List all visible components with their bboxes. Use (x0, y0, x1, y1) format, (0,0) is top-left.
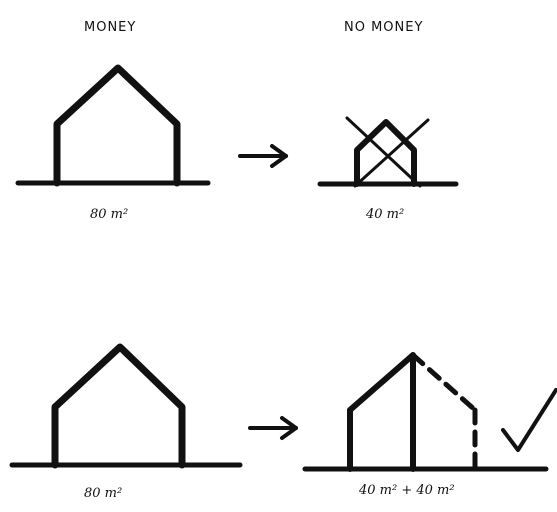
area-label-top-right: 40 m² (366, 207, 405, 222)
cross-out-icon (345, 116, 430, 188)
house-outline-40m2 (354, 119, 417, 187)
house-outline-80m2 (53, 64, 181, 187)
right-arrow-icon (238, 144, 288, 168)
heading-money: MONEY (84, 20, 137, 35)
house-outline-80m2-bottom (51, 343, 186, 469)
area-label-bottom-right: 40 m² + 40 m² (359, 483, 455, 498)
right-arrow-icon (248, 416, 298, 440)
checkmark-icon (501, 388, 557, 452)
house-half-built (347, 352, 416, 472)
house-half-future-dashed (410, 352, 478, 472)
area-label-top-left: 80 m² (90, 207, 129, 222)
heading-no-money: NO MONEY (344, 20, 424, 35)
area-label-bottom-left: 80 m² (84, 486, 123, 501)
